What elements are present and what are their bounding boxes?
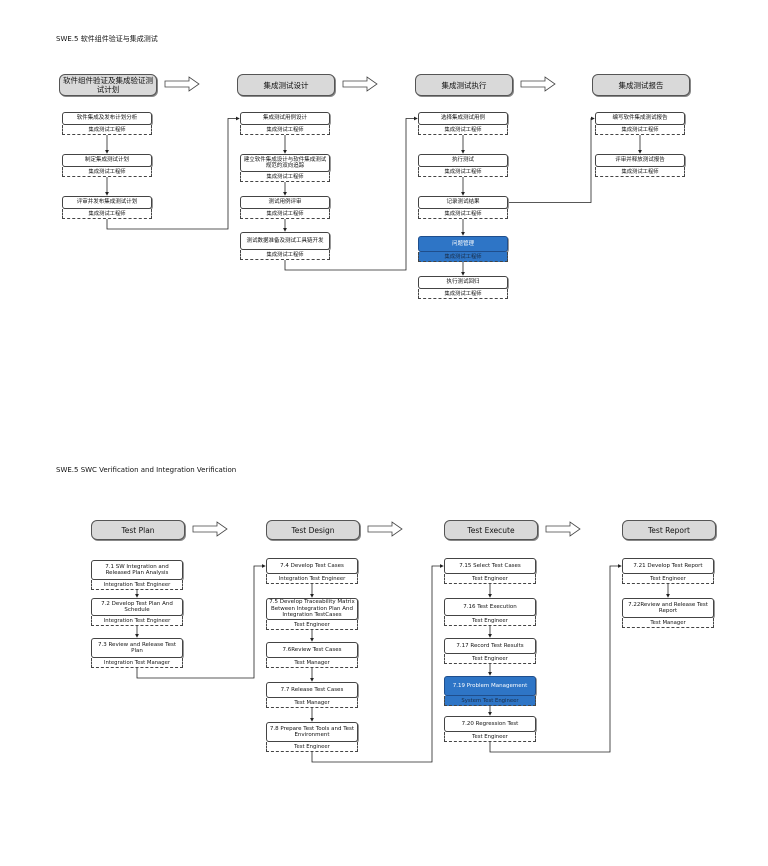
en-col3-role-4: System Test Engineer [444, 696, 536, 706]
cn-phase-4: 集成测试报告 [592, 74, 690, 96]
cn-col4-step-2: 评审并释放测试报告 [595, 154, 685, 167]
en-col4-role-1: Test Engineer [622, 574, 714, 584]
en-phase-4: Test Report [622, 520, 716, 540]
en-cross-connector-2 [311, 564, 444, 763]
en-phase-arrow-3 [545, 521, 581, 537]
cn-cross-connector-1 [106, 116, 240, 230]
cn-col3-step-5: 执行测试回归 [418, 276, 508, 289]
cn-col2-step-3: 测试用例评审 [240, 196, 330, 209]
en-col4-step-2: 7.22Review and Release Test Report [622, 598, 714, 618]
en-phase-arrow-2 [367, 521, 403, 537]
cn-phase-2: 集成测试设计 [237, 74, 335, 96]
en-phase-2: Test Design [266, 520, 360, 540]
cn-col4-step-1: 编写软件集成测试报告 [595, 112, 685, 125]
en-col4-step-1: 7.21 Develop Test Report [622, 558, 714, 574]
cn-col2-role-4: 集成测试工程师 [240, 250, 330, 260]
en-col4-role-2: Test Manager [622, 618, 714, 628]
en-col3-step-2: 7.16 Test Execution [444, 598, 536, 616]
en-col2-role-4: Test Manager [266, 698, 358, 708]
en-col3-step-1: 7.15 Select Test Cases [444, 558, 536, 574]
cn-col2-role-1: 集成测试工程师 [240, 125, 330, 135]
cn-col3-role-5: 集成测试工程师 [418, 289, 508, 299]
cn-col3-step-1: 选择集成测试用例 [418, 112, 508, 125]
en-phase-arrow-1 [192, 521, 228, 537]
en-phase-1: Test Plan [91, 520, 185, 540]
en-col1-step-2: 7.2 Develop Test Plan And Schedule [91, 598, 183, 616]
en-col2-step-3: 7.6Review Test Cases [266, 642, 358, 658]
cn-col2-role-2: 集成测试工程师 [240, 172, 330, 182]
cn-phase-arrow-3 [520, 76, 556, 92]
cn-col2-step-1: 集成测试用例设计 [240, 112, 330, 125]
cn-col2-role-3: 集成测试工程师 [240, 209, 330, 219]
cn-col3-role-1: 集成测试工程师 [418, 125, 508, 135]
cn-col1-role-1: 集成测试工程师 [62, 125, 152, 135]
en-phase-3: Test Execute [444, 520, 538, 540]
cn-phase-arrow-1 [164, 76, 200, 92]
en-col3-step-4: 7.19 Problem Management [444, 676, 536, 696]
en-col2-role-2: Test Engineer [266, 620, 358, 630]
en-col2-step-5: 7.8 Prepare Test Tools and Test Environm… [266, 722, 358, 742]
en-col3-role-2: Test Engineer [444, 616, 536, 626]
en-col2-step-1: 7.4 Develop Test Cases [266, 558, 358, 574]
cn-col3-role-4: 集成测试工程师 [418, 252, 508, 262]
cn-col3-step-2: 执行测试 [418, 154, 508, 167]
cn-col3-step-4: 问题管理 [418, 236, 508, 252]
en-col3-role-1: Test Engineer [444, 574, 536, 584]
en-col2-role-1: Integration Test Engineer [266, 574, 358, 584]
cn-cross-connector-2 [284, 116, 418, 271]
cn-col3-step-3: 记录测试结果 [418, 196, 508, 209]
cn-section-title: SWE.5 软件组件验证与集成测试 [56, 35, 158, 43]
en-col3-step-3: 7.17 Record Test Results [444, 638, 536, 654]
en-section-title: SWE.5 SWC Verification and Integration V… [56, 466, 237, 474]
cn-col2-step-4: 测试数据准备及测试工具链开发 [240, 232, 330, 250]
cn-phase-3: 集成测试执行 [415, 74, 513, 96]
cn-col1-step-1: 软件集成及发布计划分析 [62, 112, 152, 125]
en-col3-role-3: Test Engineer [444, 654, 536, 664]
cn-col1-step-3: 评审并发布集成测试计划 [62, 196, 152, 209]
en-col1-role-3: Integration Test Manager [91, 658, 183, 668]
cn-col1-role-2: 集成测试工程师 [62, 167, 152, 177]
en-cross-connector-3 [489, 564, 622, 753]
en-col1-step-3: 7.3 Review and Release Test Plan [91, 638, 183, 658]
en-col3-role-5: Test Engineer [444, 732, 536, 742]
en-col2-role-5: Test Engineer [266, 742, 358, 752]
cn-phase-arrow-2 [342, 76, 378, 92]
cn-cross-connector-3 [508, 116, 595, 203]
cn-col3-role-3: 集成测试工程师 [418, 209, 508, 219]
cn-col3-role-2: 集成测试工程师 [418, 167, 508, 177]
en-col1-role-2: Integration Test Engineer [91, 616, 183, 626]
cn-phase-1: 软件组件验证及集成验证测试计划 [59, 74, 157, 96]
en-col3-step-5: 7.20 Regression Test [444, 716, 536, 732]
cn-col4-role-2: 集成测试工程师 [595, 167, 685, 177]
en-cross-connector-1 [136, 564, 266, 679]
en-col2-step-4: 7.7 Release Test Cases [266, 682, 358, 698]
cn-col1-role-3: 集成测试工程师 [62, 209, 152, 219]
cn-col2-step-2: 建立软件集成设计与软件集成测试规范的双向追踪 [240, 154, 330, 172]
en-col1-role-1: Integration Test Engineer [91, 580, 183, 590]
en-col1-step-1: 7.1 SW Integration and Released Plan Ana… [91, 560, 183, 580]
cn-col4-role-1: 集成测试工程师 [595, 125, 685, 135]
en-col2-role-3: Test Manager [266, 658, 358, 668]
en-col2-step-2: 7.5 Develop Traceability Matrix Between … [266, 598, 358, 620]
cn-col1-step-2: 制定集成测试计划 [62, 154, 152, 167]
